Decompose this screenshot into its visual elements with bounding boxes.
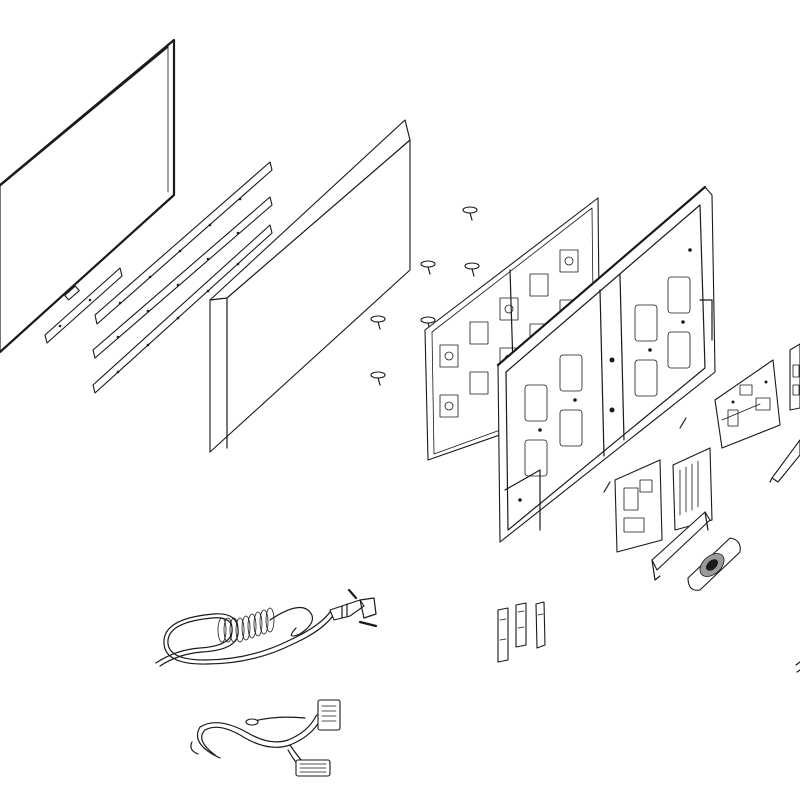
mounting-screws	[370, 206, 480, 386]
connector-icon	[295, 759, 331, 777]
led-strip	[94, 161, 273, 325]
led-strips	[44, 161, 273, 394]
power-cord	[155, 588, 378, 667]
speaker-bracket	[651, 511, 711, 581]
edge-fragment	[795, 661, 800, 673]
led-strip	[92, 224, 273, 394]
led-strip-short	[44, 267, 123, 344]
main-board	[714, 359, 781, 449]
tcon-board	[672, 447, 713, 531]
clip-icon	[535, 601, 546, 649]
screw-icon	[370, 315, 386, 330]
diffuser-plate	[209, 119, 411, 453]
screw-icon	[420, 260, 436, 275]
power-board	[614, 459, 663, 553]
rear-chassis	[496, 185, 716, 543]
stand-bracket	[769, 439, 800, 483]
lvds-cable	[190, 699, 341, 777]
small-brackets	[497, 601, 546, 663]
connector-icon	[317, 699, 341, 731]
cord-coil	[217, 607, 275, 643]
display-panel	[0, 38, 176, 354]
speaker	[687, 537, 741, 591]
screw-icon	[464, 262, 480, 277]
led-strip	[92, 196, 273, 359]
screw-icon	[462, 206, 478, 221]
clip-icon	[497, 607, 509, 663]
small-fastener	[603, 417, 687, 493]
screw-icon	[370, 371, 386, 386]
side-board	[789, 343, 800, 411]
clip-icon	[515, 602, 527, 648]
plug-icon	[329, 588, 378, 628]
